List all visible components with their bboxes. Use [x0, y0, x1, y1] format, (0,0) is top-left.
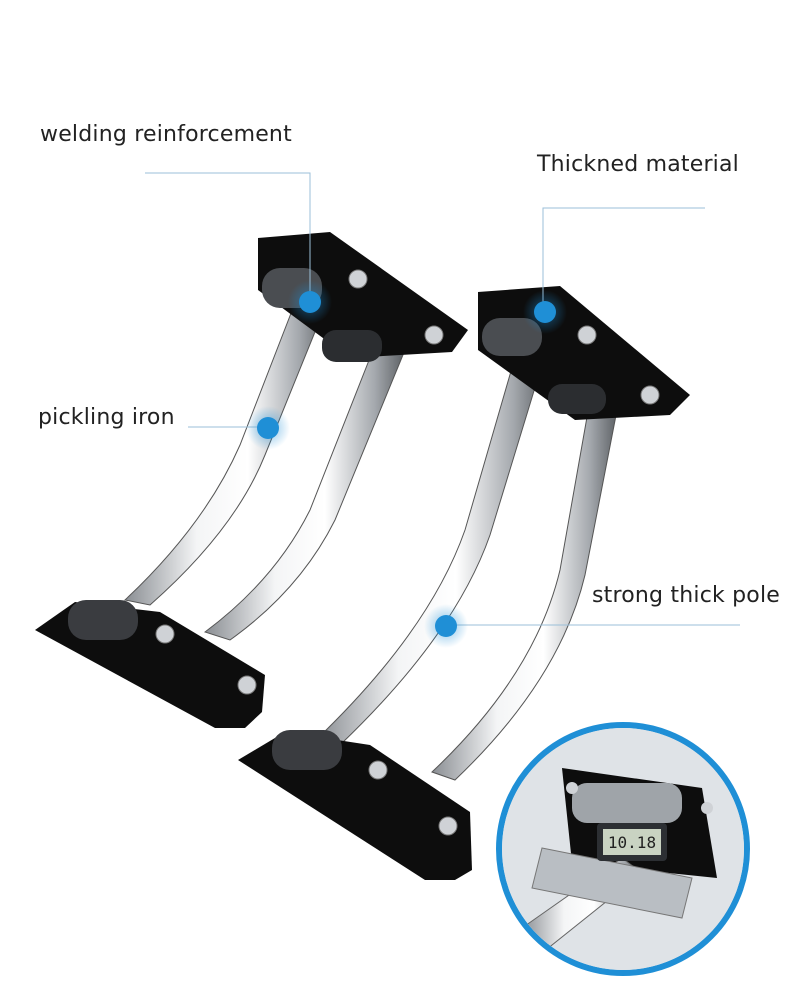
pole-label: strong thick pole: [592, 583, 780, 608]
welding-marker: [299, 291, 321, 313]
callout-markers: [246, 280, 567, 648]
caliper-readout: 10.18: [608, 833, 656, 852]
thickened-marker: [534, 301, 556, 323]
pickling-marker: [257, 417, 279, 439]
caliper-illustration: 10.18: [502, 728, 744, 970]
welding-label: welding reinforcement: [40, 122, 292, 147]
thickened-leader: [542, 207, 705, 310]
callout-lines: [145, 172, 740, 626]
thickened-label: Thickned material: [537, 152, 739, 177]
pickling-label: pickling iron: [38, 405, 175, 430]
caliper-inset: 10.18: [496, 722, 750, 976]
welding-leader: [145, 172, 311, 300]
pole-marker: [435, 615, 457, 637]
